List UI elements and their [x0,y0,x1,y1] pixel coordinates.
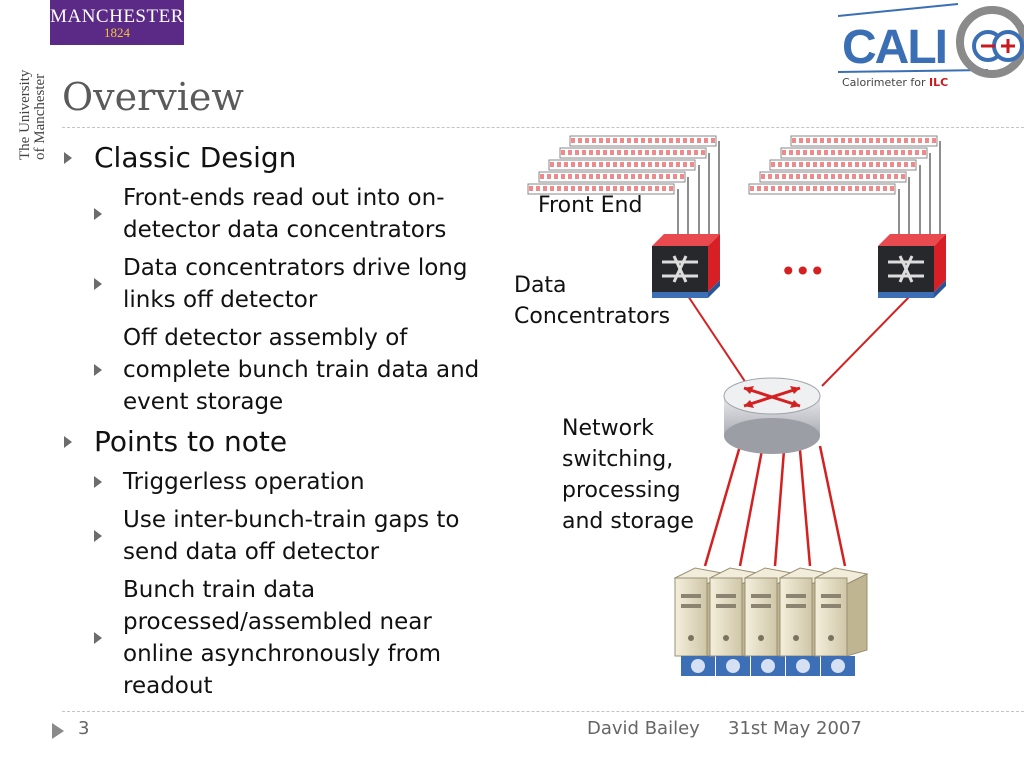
network-line2: switching, [562,447,674,472]
calice-subtitle-prefix: Calorimeter for [842,76,929,89]
calice-logo-graphic [838,3,1024,78]
calice-wordmark: CALI [842,21,948,74]
bullet-item: Use inter-bunch-train gaps to send data … [60,504,500,568]
university-side-top: The University [17,69,33,160]
front-end-label: Front End [538,193,643,218]
university-of-manchester-logo: MANCHESTER 1824 [50,0,184,45]
university-year: 1824 [104,25,130,40]
data-concentrators-line2: Concentrators [514,304,671,329]
slide-title: Overview [62,75,244,119]
bullet-arrow-icon [94,530,102,542]
bullet-arrow-icon [94,208,102,220]
bullet-text: Off detector assembly of complete bunch … [123,325,480,415]
section-heading-points-to-note: Points to note [60,424,500,460]
server-links [703,445,847,567]
bullet-text: Triggerless operation [123,469,365,495]
data-concentrators-line1: Data [514,273,567,298]
bullet-arrow-icon [94,278,102,290]
footer-divider [62,711,1024,712]
section-heading-text: Classic Design [94,141,297,174]
title-divider [62,127,1024,128]
bullet-text: Data concentrators drive long links off … [123,255,468,313]
bullet-text: Bunch train data processed/assembled nea… [123,577,442,699]
front-end-cards-right [748,135,941,246]
bullet-arrow-icon [94,364,102,376]
network-line3: processing [562,478,681,503]
bullet-text: Front-ends read out into on-detector dat… [123,185,447,243]
front-end-cards-left [527,135,720,246]
bullet-arrow-icon [94,476,102,488]
bullet-item: Off detector assembly of complete bunch … [60,322,500,418]
calice-subtitle: Calorimeter for ILC [842,76,948,89]
network-label: Network switching, processing and storag… [562,413,694,537]
bullet-item: Front-ends read out into on-detector dat… [60,182,500,246]
router-icon [723,377,821,454]
bullet-arrow-icon [64,152,72,164]
network-line1: Network [562,416,654,441]
university-name: MANCHESTER [50,6,184,27]
data-concentrators-label: Data Concentrators [514,270,670,332]
network-diagram: Front End Data Concentrators ••• Network… [500,128,1024,703]
slide-number: 3 [78,718,90,739]
calice-logo: CALI Calorimeter for ILC [838,0,1024,96]
section-heading-classic-design: Classic Design [60,140,500,176]
calice-subtitle-ilc: ILC [929,76,949,89]
switch-icon-right [878,234,946,298]
bullet-item: Bunch train data processed/assembled nea… [60,574,500,702]
university-side-wordmark: The University of Manchester [17,45,48,160]
ellipsis-dots: ••• [780,255,826,288]
bullet-list: Classic Design Front-ends read out into … [60,140,500,708]
footer-author: David Bailey [587,718,700,739]
bullet-arrow-icon [94,632,102,644]
bullet-item: Data concentrators drive long links off … [60,252,500,316]
bullet-item: Triggerless operation [60,466,500,498]
footer-arrow-icon [52,723,64,739]
server-icon [813,567,869,676]
network-diagram-graphic [527,135,946,676]
switch-icon-left [652,234,720,298]
link-line [687,295,749,387]
university-side-bottom: of Manchester [32,73,48,160]
network-line4: and storage [562,509,694,534]
footer-date: 31st May 2007 [728,718,862,739]
section-heading-text: Points to note [94,425,288,458]
bullet-arrow-icon [64,436,72,448]
bullet-text: Use inter-bunch-train gaps to send data … [123,507,460,565]
link-line [821,295,911,387]
